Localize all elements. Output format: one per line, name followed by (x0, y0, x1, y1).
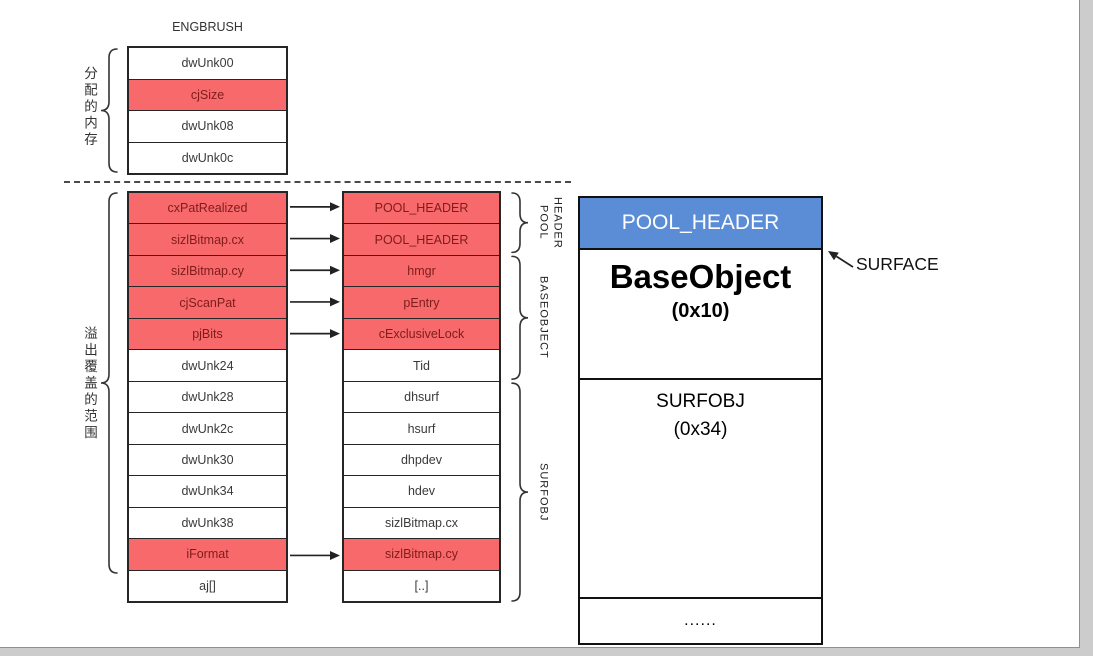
allocation-boundary-dashed-line (64, 181, 571, 183)
target-row-cexclusivelock: cExclusiveLock (344, 317, 499, 350)
section-label-surfobj: SURFOBJ (537, 462, 550, 522)
overwrite-arrow-row-11-head (330, 551, 340, 560)
allocated-memory-brace (100, 48, 118, 173)
overflow-row-sizlbitmap-cx: sizlBitmap.cx (129, 223, 286, 255)
section-label-pool-header: POOL HEADER (537, 196, 564, 249)
overflow-row-dwunk34: dwUnk34 (129, 475, 286, 507)
baseobject-section: BaseObject (0x10) (580, 250, 821, 380)
overwrite-arrow-row-1-head (330, 234, 340, 243)
allocated-memory-label: 分配的内存 (82, 66, 97, 149)
engbrush-row-dwunk08: dwUnk08 (129, 110, 286, 142)
overflow-range-brace (100, 192, 118, 574)
overflow-range-label: 溢出覆盖的范围 (82, 326, 97, 442)
surfobj-title: SURFOBJ (656, 391, 745, 412)
engbrush-row-dwunk0c: dwUnk0c (129, 141, 286, 173)
overflow-row-cjscanpat: cjScanPat (129, 286, 286, 318)
section-brace-baseobject (511, 255, 529, 380)
target-row-pentry: pEntry (344, 286, 499, 318)
baseobject-size: (0x10) (671, 299, 730, 322)
overflow-row-sizlbitmap-cy: sizlBitmap.cy (129, 254, 286, 287)
overflow-row-dwunk38: dwUnk38 (129, 506, 286, 539)
pool-header-section: POOL_HEADER (580, 198, 821, 250)
target-row-sizlbitmap-cx: sizlBitmap.cx (344, 506, 499, 539)
target-row-dhpdev: dhpdev (344, 443, 499, 476)
overflow-row-aj-: aj[] (129, 569, 286, 602)
engbrush-row-dwunk00: dwUnk00 (129, 48, 286, 79)
target-row-tid: Tid (344, 349, 499, 381)
target-row-hdev: hdev (344, 475, 499, 507)
overflow-row-dwunk2c: dwUnk2c (129, 412, 286, 444)
surface-label: SURFACE (856, 254, 939, 274)
engbrush-title: ENGBRUSH (172, 20, 243, 34)
overwrite-arrow-row-0-head (330, 202, 340, 212)
window-bottom-gutter (0, 647, 1080, 656)
overflow-row-dwunk24: dwUnk24 (129, 349, 286, 381)
target-row-hsurf: hsurf (344, 412, 499, 444)
overflow-row-dwunk28: dwUnk28 (129, 380, 286, 413)
memory-ellipsis: ...... (684, 612, 717, 629)
overflow-row-pjbits: pjBits (129, 317, 286, 350)
target-row-pool-header: POOL_HEADER (344, 223, 499, 255)
section-brace-surfobj (511, 382, 529, 602)
surfobj-section: SURFOBJ (0x34) (580, 380, 821, 599)
overflow-row-cxpatrealized: cxPatRealized (129, 193, 286, 224)
section-brace-pool-header (511, 192, 529, 254)
target-row-hmgr: hmgr (344, 254, 499, 287)
overflow-row-iformat: iFormat (129, 538, 286, 570)
section-label-baseobject: BASEOBJECT (537, 276, 550, 360)
surfobj-size: (0x34) (673, 418, 728, 440)
target-row-sizlbitmap-cy: sizlBitmap.cy (344, 538, 499, 570)
memory-layout-box: POOL_HEADER BaseObject (0x10) SURFOBJ (0… (578, 196, 823, 645)
baseobject-title: BaseObject (609, 258, 792, 295)
overwrite-arrow-row-3-head (330, 297, 340, 307)
engbrush-row-cjsize: cjSize (129, 78, 286, 110)
target-row-pool-header: POOL_HEADER (344, 193, 499, 224)
window-right-gutter (1079, 0, 1093, 656)
overwrite-arrow-row-4-head (330, 329, 340, 339)
overflow-row-dwunk30: dwUnk30 (129, 443, 286, 476)
target-row-dhsurf: dhsurf (344, 380, 499, 413)
overwrite-arrow-row-2-head (330, 265, 340, 275)
surface-pointer-arrow-line (835, 255, 854, 268)
target-row--: [..] (344, 569, 499, 602)
surface-pointer-arrow-head (828, 251, 839, 261)
